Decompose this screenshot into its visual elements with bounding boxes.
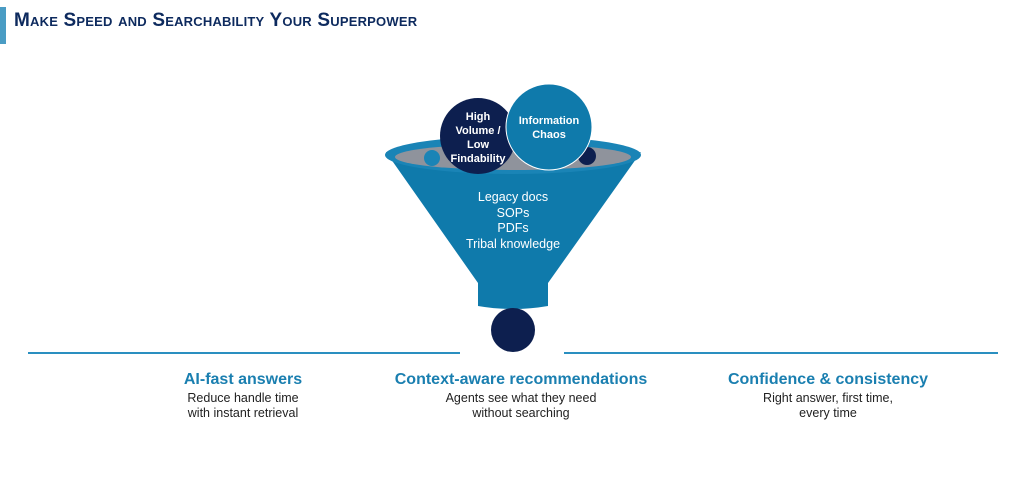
bubble-information-chaos xyxy=(505,83,593,171)
bubble-information-chaos-label: Information Chaos xyxy=(506,114,592,142)
divider-right xyxy=(564,352,998,354)
outcome-heading: AI-fast answers xyxy=(183,371,303,388)
outcome-heading: Context-aware recommendations xyxy=(394,371,648,388)
outcome-context-aware: Context-aware recommendations Agents see… xyxy=(371,371,671,421)
outcome-line: Agents see what they need xyxy=(445,391,597,405)
bubble-line: Findability xyxy=(450,153,506,165)
divider-left xyxy=(28,352,460,354)
bubble-line: Volume / xyxy=(455,125,501,137)
bubble-line: Low xyxy=(467,139,489,151)
small-teal-circle xyxy=(424,150,440,166)
outcome-confidence: Confidence & consistency Right answer, f… xyxy=(703,371,953,421)
outcome-line: every time xyxy=(799,406,857,420)
funnel-inputs: Legacy docs SOPs PDFs Tribal knowledge xyxy=(413,190,613,252)
bubble-high-volume-label: High Volume / Low Findability xyxy=(443,110,513,166)
outcome-line: without searching xyxy=(472,406,570,420)
bubble-line: High xyxy=(465,111,491,123)
outcome-description: Reduce handle time with instant retrieva… xyxy=(143,391,343,421)
outcome-description: Right answer, first time, every time xyxy=(703,391,953,421)
page-title: Make Speed and Searchability Your Superp… xyxy=(14,10,418,31)
bubble-line: Chaos xyxy=(532,129,566,141)
funnel-input-item: PDFs xyxy=(497,221,529,235)
outcome-heading: Confidence & consistency xyxy=(727,371,929,388)
funnel-input-item: Tribal knowledge xyxy=(465,236,561,251)
outcome-line: Right answer, first time, xyxy=(763,391,893,405)
outcome-description: Agents see what they need without search… xyxy=(371,391,671,421)
title-accent-bar xyxy=(0,7,6,44)
bubble-high-volume xyxy=(440,98,516,174)
funnel-input-item: SOPs xyxy=(496,205,530,220)
funnel-spout xyxy=(478,280,548,309)
bubble-line: Information xyxy=(518,115,580,127)
funnel-cone xyxy=(386,152,641,283)
funnel-input-item: Legacy docs xyxy=(477,190,549,204)
output-drop xyxy=(491,308,535,352)
outcome-ai-fast: AI-fast answers Reduce handle time with … xyxy=(143,371,343,421)
outcome-line: Reduce handle time xyxy=(187,391,299,405)
outcome-line: with instant retrieval xyxy=(187,406,299,420)
